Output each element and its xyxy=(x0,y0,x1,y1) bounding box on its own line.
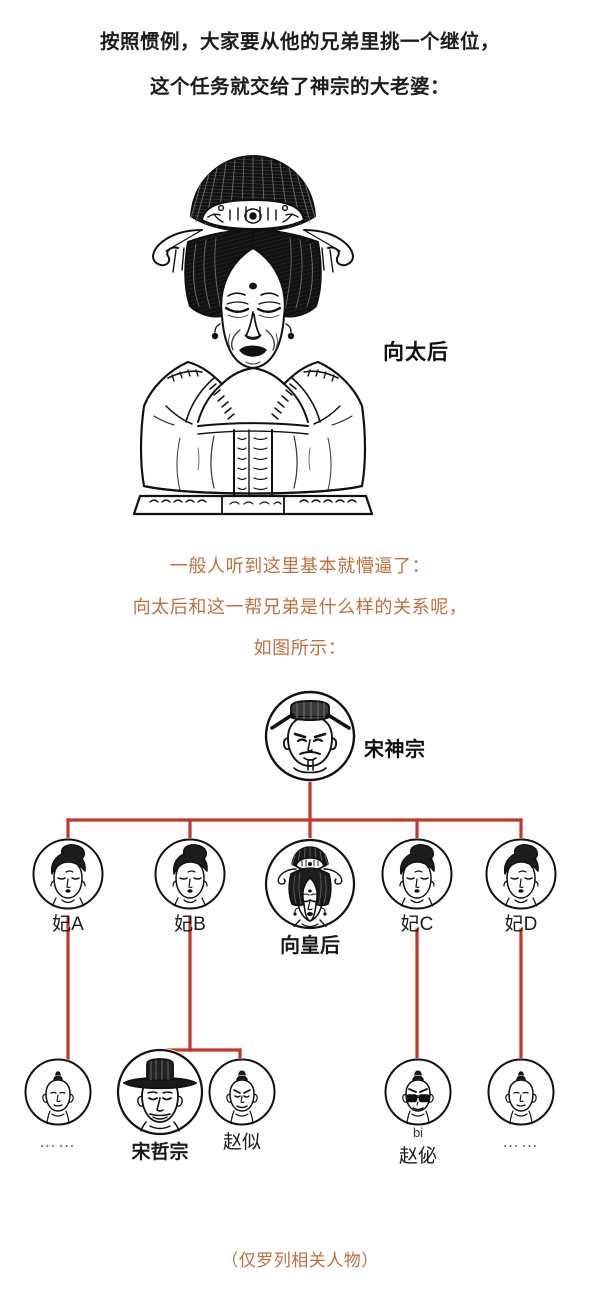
consort-d-label: 妃D xyxy=(504,914,538,935)
dowager-name-label: 向太后 xyxy=(383,341,449,364)
narration-line-1: 按照惯例，大家要从他的兄弟里挑一个继位， xyxy=(99,31,500,53)
orange-narration-line-3: 如图所示： xyxy=(253,638,347,658)
consort-c-portrait xyxy=(381,838,453,910)
tree-node-zhaobi[interactable]: bi 赵佖 xyxy=(368,1058,468,1168)
zhezong-portrait xyxy=(116,1048,204,1136)
consort-a-label: 妃A xyxy=(52,914,84,935)
tree-node-consort-b[interactable]: 妃B xyxy=(140,838,240,936)
empress-dowager-illustration xyxy=(118,138,388,523)
child-4-portrait xyxy=(487,1058,555,1126)
family-tree-diagram: 宋神宗 妃A xyxy=(0,690,600,1230)
tree-node-zhaosi[interactable]: 赵似 xyxy=(192,1058,292,1154)
zhaobi-portrait xyxy=(384,1058,452,1126)
consort-d-portrait xyxy=(485,838,557,910)
diagram-footnote: （仅罗列相关人物） xyxy=(221,1251,379,1270)
tree-node-empress-xiang[interactable]: 向皇后 xyxy=(252,838,368,958)
zhaobi-pinyin: bi xyxy=(412,1125,424,1140)
emperor-name-label: 宋神宗 xyxy=(364,739,426,761)
consort-c-label: 妃C xyxy=(400,914,434,935)
zhaosi-label: 赵似 xyxy=(222,1132,261,1153)
tree-node-child-0[interactable]: …… xyxy=(8,1058,108,1152)
narration-line-2: 这个任务就交给了神宗的大老婆： xyxy=(149,76,450,98)
zhaobi-label: 赵佖 xyxy=(398,1146,437,1167)
empress-xiang-portrait xyxy=(264,838,356,930)
child-0-portrait xyxy=(24,1058,92,1126)
zhezong-label: 宋哲宗 xyxy=(131,1142,189,1163)
orange-narration-line-1: 一般人听到这里基本就懵逼了： xyxy=(169,556,431,576)
tree-node-consort-c[interactable]: 妃C xyxy=(367,838,467,936)
tree-node-emperor[interactable] xyxy=(262,690,358,782)
tree-node-consort-a[interactable]: 妃A xyxy=(18,838,118,936)
emperor-portrait xyxy=(264,690,356,782)
child-0-label: …… xyxy=(39,1132,77,1151)
tree-node-zhezong[interactable]: 宋哲宗 xyxy=(108,1048,212,1164)
orange-narration-line-2: 向太后和这一帮兄弟是什么样的关系呢， xyxy=(132,597,468,617)
child-4-label: …… xyxy=(502,1132,540,1151)
tree-node-consort-d[interactable]: 妃D xyxy=(471,838,571,936)
empress-xiang-label: 向皇后 xyxy=(280,935,340,957)
consort-a-portrait xyxy=(32,838,104,910)
tree-node-child-4[interactable]: …… xyxy=(471,1058,571,1152)
zhaosi-portrait xyxy=(208,1058,276,1126)
consort-b-label: 妃B xyxy=(174,914,206,935)
consort-b-portrait xyxy=(154,838,226,910)
